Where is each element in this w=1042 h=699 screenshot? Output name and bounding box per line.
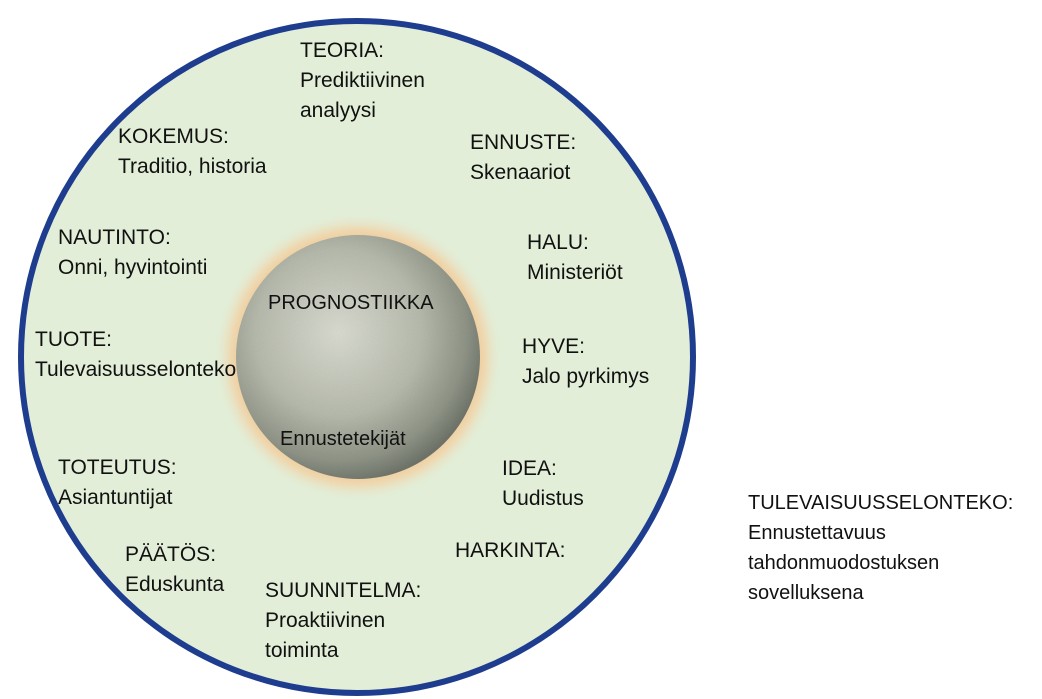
label-suunnitelma: SUUNNITELMA: Proaktiivinen toiminta <box>265 576 421 666</box>
label-harkinta: HARKINTA: <box>455 536 565 566</box>
label-harkinta-title: HARKINTA: <box>455 539 566 562</box>
label-nautinto: NAUTINTO: Onni, hyvintointi <box>58 223 207 283</box>
label-kokemus: KOKEMUS: Traditio, historia <box>118 122 267 182</box>
label-halu: HALU: Ministeriöt <box>527 228 623 288</box>
label-halu-line-1: Ministeriöt <box>527 261 623 284</box>
label-halu-title: HALU: <box>527 231 589 254</box>
label-ennuste-line-1: Skenaariot <box>470 161 571 184</box>
label-kokemus-title: KOKEMUS: <box>118 125 229 148</box>
side-note: TULEVAISUUSSELONTEKO: Ennustettavuus tah… <box>748 488 1013 608</box>
label-paatos-title: PÄÄTÖS: <box>125 543 217 566</box>
label-teoria-line-2: analyysi <box>300 99 376 122</box>
center-sphere <box>236 235 480 479</box>
label-hyve-line-1: Jalo pyrkimys <box>522 365 650 388</box>
center-label-ennustetekijat: Ennustetekijät <box>280 428 406 450</box>
side-note-line-2: tahdonmuodostuksen <box>748 552 940 574</box>
center-label-prognostiikka: PROGNOSTIIKKA <box>268 292 434 314</box>
label-ennuste-title: ENNUSTE: <box>470 131 577 154</box>
label-idea: IDEA: Uudistus <box>502 454 584 514</box>
label-teoria-title: TEORIA: <box>300 39 385 62</box>
side-note-line-1: Ennustettavuus <box>748 522 886 544</box>
label-kokemus-line-1: Traditio, historia <box>118 155 267 178</box>
label-tuote-title: TUOTE: <box>35 328 112 351</box>
label-teoria-line-1: Prediktiivinen <box>300 69 425 92</box>
label-paatos-line-1: Eduskunta <box>125 573 225 596</box>
label-hyve: HYVE: Jalo pyrkimys <box>522 332 649 392</box>
label-hyve-title: HYVE: <box>522 335 586 358</box>
label-paatos: PÄÄTÖS: Eduskunta <box>125 540 224 600</box>
label-tuote: TUOTE: Tulevaisuusselonteko <box>35 325 236 385</box>
label-idea-line-1: Uudistus <box>502 487 584 510</box>
side-note-line-3: sovelluksena <box>748 582 864 604</box>
side-note-title: TULEVAISUUSSELONTEKO: <box>748 492 1014 514</box>
label-suunnitelma-line-1: Proaktiivinen <box>265 609 386 632</box>
label-nautinto-line-1: Onni, hyvintointi <box>58 256 208 279</box>
label-idea-title: IDEA: <box>502 457 557 480</box>
label-suunnitelma-title: SUUNNITELMA: <box>265 579 422 602</box>
label-tuote-line-1: Tulevaisuusselonteko <box>35 358 237 381</box>
label-teoria: TEORIA: Prediktiivinen analyysi <box>300 36 425 126</box>
label-ennuste: ENNUSTE: Skenaariot <box>470 128 576 188</box>
label-toteutus-line-1: Asiantuntijat <box>58 486 173 509</box>
label-suunnitelma-line-2: toiminta <box>265 639 339 662</box>
label-toteutus: TOTEUTUS: Asiantuntijat <box>58 453 177 513</box>
label-nautinto-title: NAUTINTO: <box>58 226 171 249</box>
label-toteutus-title: TOTEUTUS: <box>58 456 177 479</box>
